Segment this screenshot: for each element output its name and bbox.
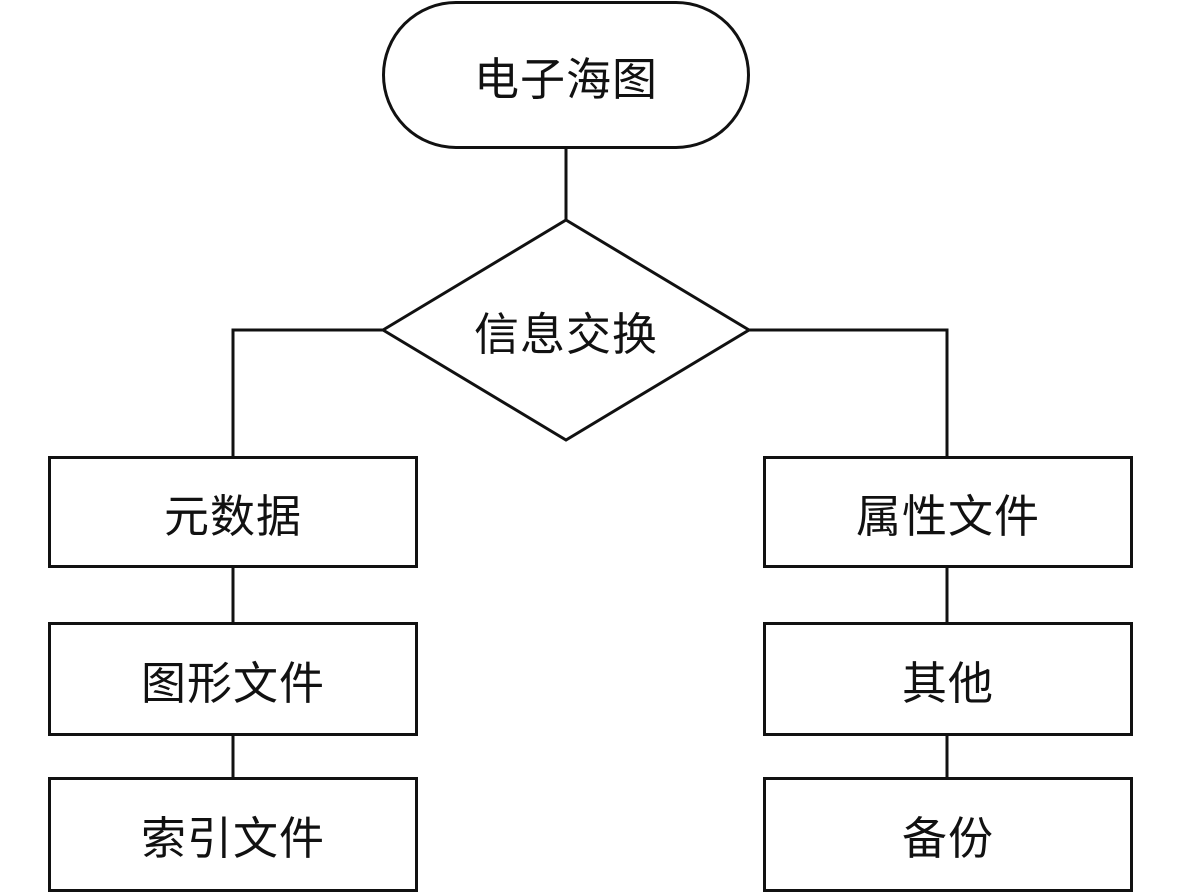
start-label: 电子海图 [473,52,658,106]
process-box-other: 其他 [763,622,1133,736]
process-label: 备份 [901,812,994,865]
process-label: 索引文件 [140,812,325,865]
connector-decision-to-left [231,328,383,457]
process-box-metadata: 元数据 [48,456,418,568]
decision-diamond [380,218,752,442]
process-box-graphic-file: 图形文件 [48,622,418,736]
process-label: 其他 [901,656,994,710]
process-label: 图形文件 [140,656,325,710]
process-box-attribute-file: 属性文件 [763,456,1133,568]
process-box-backup: 备份 [763,777,1133,892]
start-terminal: 电子海图 [382,1,750,149]
process-label: 元数据 [163,489,302,543]
connector-decision-to-right [749,328,949,457]
process-label: 属性文件 [855,489,1040,543]
process-box-index-file: 索引文件 [48,777,418,892]
